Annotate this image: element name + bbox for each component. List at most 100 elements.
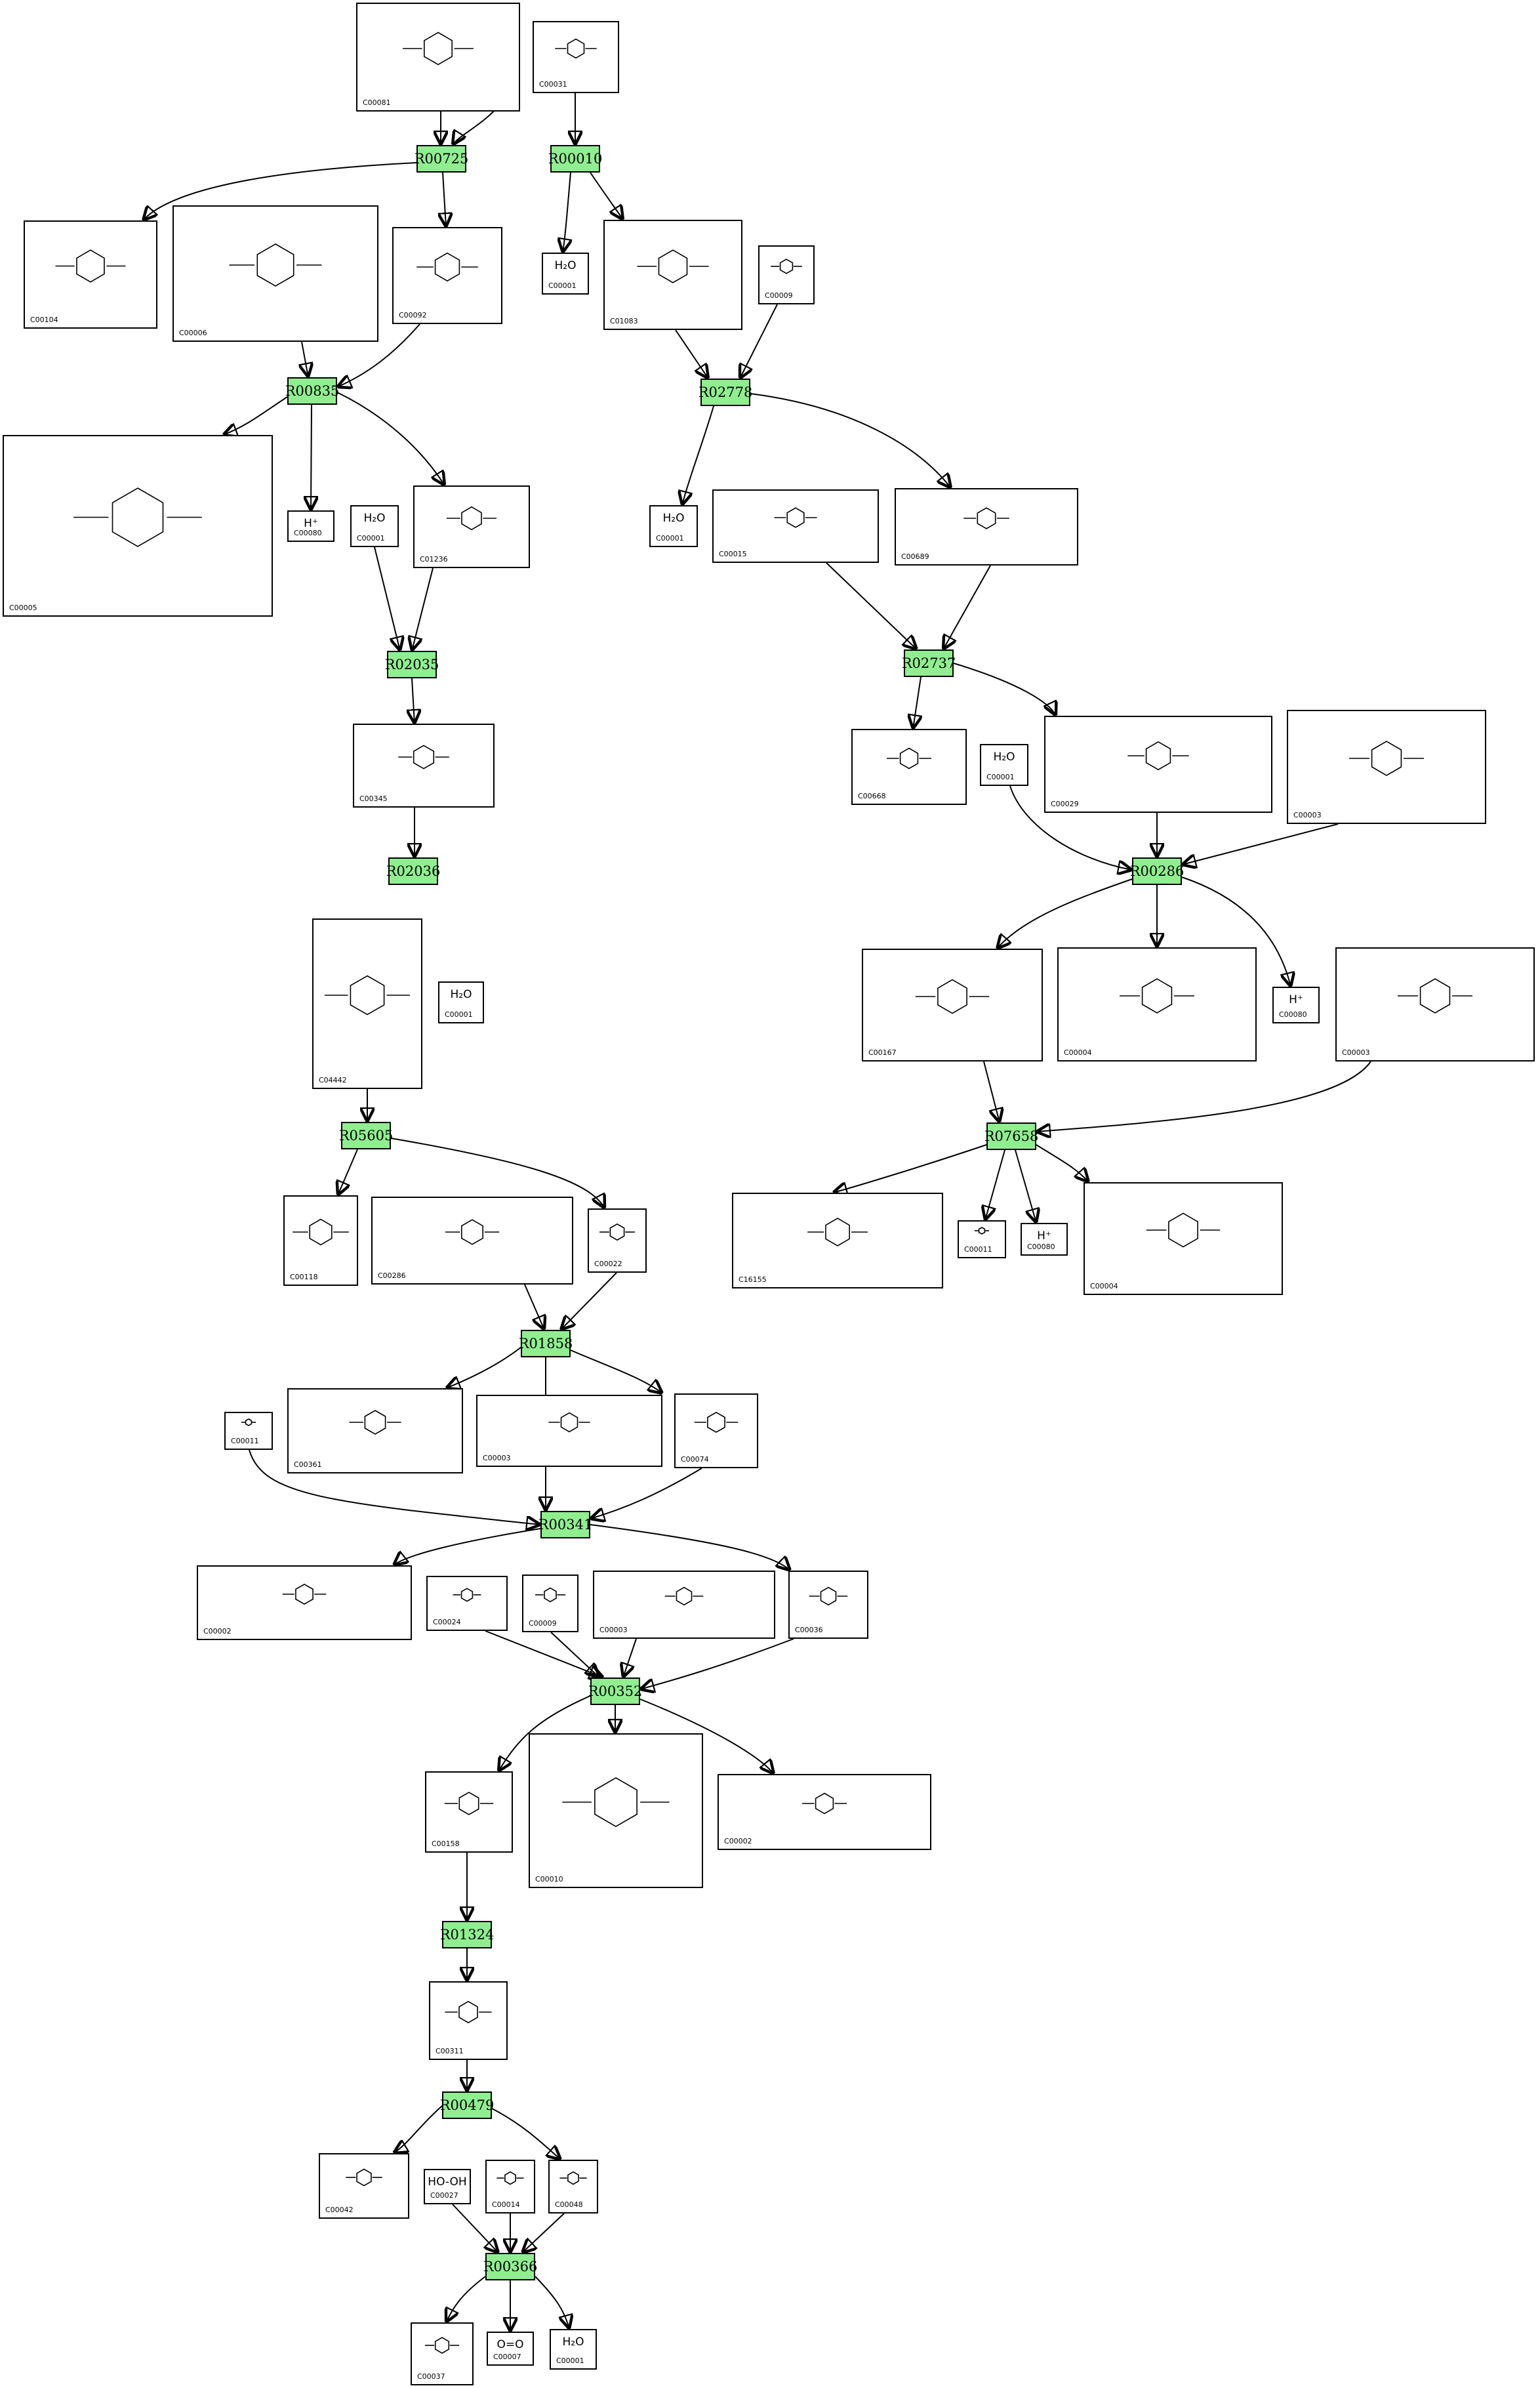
compound-node[interactable]: C00158 <box>425 1771 513 1853</box>
compound-node[interactable]: C00014 <box>485 2160 535 2213</box>
compound-node[interactable]: C00118 <box>283 1195 358 1286</box>
compound-id: C00001 <box>445 1010 473 1019</box>
compound-node[interactable]: C00048 <box>548 2160 598 2213</box>
reaction-node[interactable]: R02737 <box>902 649 956 677</box>
compound-node[interactable]: C00015 <box>712 489 879 563</box>
compound-node[interactable]: C00104 <box>24 220 157 329</box>
compound-id: C00027 <box>430 2191 458 2200</box>
compound-node[interactable]: C00092 <box>392 227 502 324</box>
compound-node[interactable]: C00286 <box>371 1197 573 1285</box>
compound-node[interactable]: C01236 <box>413 485 530 568</box>
edge-arrow <box>522 2213 565 2253</box>
edge-arrow <box>524 1284 544 1330</box>
reaction-node[interactable]: R01324 <box>440 1921 494 1948</box>
compound-node[interactable]: C00003 <box>476 1395 662 1467</box>
compound-node[interactable]: C00668 <box>851 729 967 805</box>
edge-arrow <box>485 1630 603 1678</box>
reaction-node[interactable]: R02035 <box>385 651 439 678</box>
compound-node[interactable]: C00081 <box>356 3 520 112</box>
edge-arrow <box>223 396 288 435</box>
compound-node[interactable]: C00036 <box>788 1571 868 1639</box>
compound-node[interactable]: C00006 <box>172 205 378 342</box>
compound-node[interactable]: C00011 <box>958 1220 1006 1258</box>
compound-id: C00080 <box>1279 1010 1307 1019</box>
compound-node[interactable]: C16155 <box>732 1193 943 1288</box>
reaction-node[interactable]: R00479 <box>440 2091 494 2119</box>
structure-drawing <box>676 1395 757 1450</box>
compound-node[interactable]: C00005 <box>3 435 273 617</box>
compound-id: C00009 <box>529 1619 557 1628</box>
structure-drawing <box>1337 949 1533 1043</box>
compound-node[interactable]: C00003 <box>1335 947 1535 1061</box>
reaction-node[interactable]: R00835 <box>285 377 339 405</box>
structure-drawing <box>523 1576 577 1614</box>
reaction-node[interactable]: R02778 <box>699 379 752 406</box>
compound-node[interactable]: C00009 <box>522 1575 578 1632</box>
reaction-node[interactable]: R00286 <box>1130 857 1184 885</box>
reaction-node[interactable]: R00725 <box>415 145 468 173</box>
compound-node[interactable]: C00003 <box>1287 710 1486 824</box>
reaction-node[interactable]: R00010 <box>548 145 602 173</box>
edge-arrow <box>913 676 921 729</box>
edge-arrow <box>535 2276 569 2329</box>
compound-node[interactable]: C00167 <box>862 949 1043 1061</box>
structure-drawing <box>760 247 813 286</box>
compound-node[interactable]: C00010 <box>529 1733 703 1888</box>
compound-node[interactable]: C00689 <box>895 488 1078 566</box>
reaction-node[interactable]: R07658 <box>984 1122 1038 1150</box>
compound-node[interactable]: C00011 <box>224 1412 273 1450</box>
compound-id: C00080 <box>294 529 322 537</box>
compound-node[interactable]: C01083 <box>603 220 742 330</box>
compound-node[interactable]: C00311 <box>429 1981 508 2060</box>
reaction-node[interactable]: R00366 <box>483 2253 537 2280</box>
compound-node[interactable]: C00037 <box>411 2322 474 2385</box>
edge-arrow <box>374 546 400 651</box>
compound-node[interactable]: H⁺ C00080 <box>1272 987 1320 1023</box>
compound-node[interactable]: C00004 <box>1057 947 1257 1061</box>
edge-arrow <box>336 392 445 485</box>
compound-id: C00003 <box>599 1626 628 1634</box>
compound-node[interactable]: C00074 <box>674 1393 758 1468</box>
structure-drawing <box>605 221 741 312</box>
compound-node[interactable]: C00042 <box>319 2153 409 2219</box>
compound-id: C00011 <box>231 1437 259 1445</box>
compound-node[interactable]: H⁺C00080 <box>1021 1223 1068 1256</box>
reaction-node[interactable]: R00341 <box>538 1511 592 1538</box>
compound-node[interactable]: C04442 <box>312 918 422 1089</box>
structure-drawing <box>314 920 421 1071</box>
compound-node[interactable]: C00031 <box>533 21 619 93</box>
compound-node[interactable]: C00022 <box>588 1208 647 1273</box>
compound-node[interactable]: H⁺C00080 <box>287 510 334 542</box>
reaction-node[interactable]: R01858 <box>519 1330 573 1357</box>
compound-node[interactable]: C00002 <box>197 1565 412 1640</box>
edge-arrow <box>412 567 434 651</box>
compound-id: C00080 <box>1027 1243 1055 1251</box>
compound-node[interactable]: C00361 <box>287 1388 463 1473</box>
compound-node[interactable]: C00024 <box>426 1576 508 1631</box>
compound-node[interactable]: C00004 <box>1084 1182 1283 1295</box>
structure-drawing <box>1288 711 1485 806</box>
reaction-node[interactable]: R05605 <box>339 1122 393 1149</box>
edge-arrow <box>394 1528 541 1565</box>
compound-node[interactable]: C00009 <box>758 245 815 304</box>
reaction-node[interactable]: R02036 <box>386 857 440 885</box>
compound-id: C00003 <box>483 1454 511 1462</box>
compound-formula: H⁺ <box>1289 993 1303 1006</box>
edge-arrow <box>446 2276 486 2322</box>
edge-arrow <box>590 1468 702 1519</box>
reaction-node[interactable]: R00352 <box>588 1678 642 1705</box>
compound-node[interactable]: C00002 <box>718 1774 931 1850</box>
compound-node[interactable]: C00029 <box>1044 716 1272 813</box>
edge-arrow <box>311 404 312 510</box>
compound-node[interactable]: C00003 <box>593 1571 775 1639</box>
compound-node[interactable]: C00345 <box>353 724 495 808</box>
